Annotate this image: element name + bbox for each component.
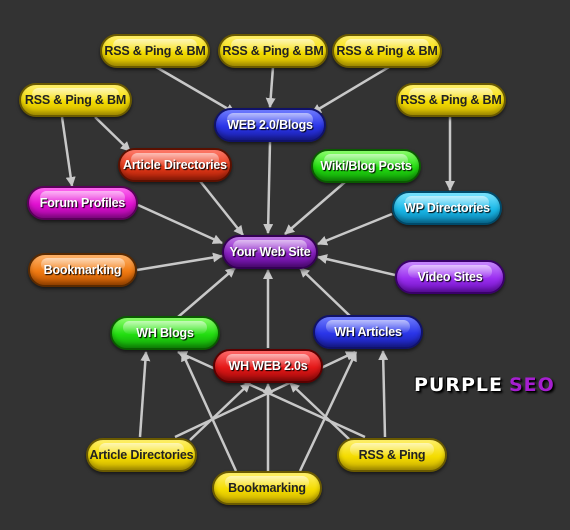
node-web20-blogs: WEB 2.0/Blogs (214, 108, 326, 142)
node-wp-directories: WP Directories (392, 191, 502, 225)
node-rss-ping-bm-1: RSS & Ping & BM (100, 34, 210, 68)
arrow-18 (174, 350, 356, 439)
arrow-12 (136, 252, 223, 272)
arrow-21 (177, 350, 366, 439)
arrow-15 (299, 267, 351, 317)
node-rss-ping-bm-5: RSS & Ping & BM (396, 83, 506, 117)
purple-seo-logo: PURPLE SEO (414, 374, 555, 396)
arrow-10 (137, 203, 223, 245)
node-wiki-blog-posts: Wiki/Blog Posts (311, 149, 421, 183)
node-wh-blogs: WH Blogs (110, 316, 220, 350)
arrow-4 (60, 116, 76, 187)
arrow-24 (298, 351, 358, 472)
arrow-9 (284, 181, 346, 235)
node-article-directories-top: Article Directories (118, 148, 232, 182)
arrow-11 (317, 212, 393, 246)
node-bookmarking-left: Bookmarking (28, 253, 137, 287)
arrow-20 (378, 350, 389, 438)
node-video-sites: Video Sites (395, 260, 505, 294)
node-rss-ping-bm-3: RSS & Ping & BM (332, 34, 442, 68)
arrow-1 (155, 65, 236, 115)
arrow-17 (138, 351, 151, 438)
arrow-13 (317, 254, 396, 277)
arrow-3 (311, 65, 390, 115)
logo-word-seo: SEO (509, 374, 555, 396)
logo-word-purple: PURPLE (414, 374, 503, 396)
node-rss-ping-bm-2: RSS & Ping & BM (218, 34, 328, 68)
arrow-14 (177, 267, 236, 318)
node-wh-articles: WH Articles (313, 315, 423, 349)
node-article-directories-bottom: Article Directories (86, 438, 197, 472)
arrow-19 (189, 382, 251, 441)
arrow-2 (265, 66, 276, 108)
node-your-web-site: Your Web Site (222, 235, 318, 269)
arrow-7 (263, 141, 274, 234)
node-bookmarking-bottom: Bookmarking (212, 471, 322, 505)
node-rss-ping-bm-4: RSS & Ping & BM (19, 83, 132, 117)
arrow-22 (289, 382, 351, 441)
node-wh-web20s: WH WEB 2.0s (213, 349, 323, 383)
node-rss-ping: RSS & Ping (337, 438, 447, 472)
arrow-23 (180, 351, 238, 472)
node-forum-profiles: Forum Profiles (27, 186, 138, 220)
arrow-8 (199, 180, 244, 236)
arrow-5 (94, 116, 131, 152)
